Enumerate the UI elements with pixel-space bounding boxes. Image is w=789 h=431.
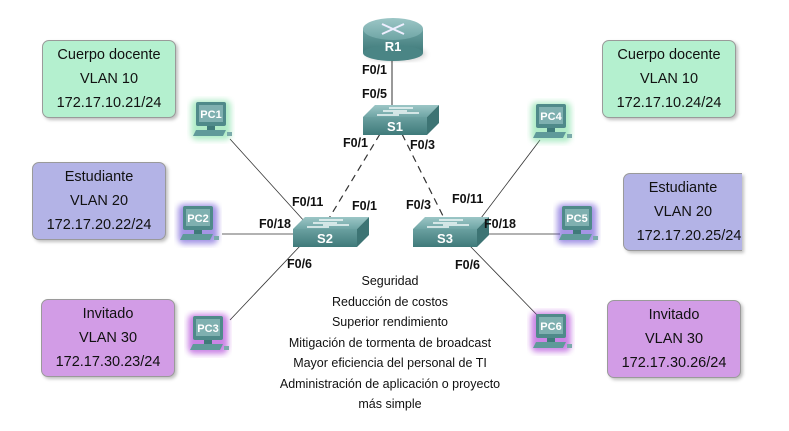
port-label-s2-f01: F0/1 xyxy=(352,199,378,213)
vlan-box-vlan: VLAN 30 xyxy=(78,330,138,346)
vlan-box-vlan: VLAN 20 xyxy=(653,204,713,220)
vlan-box-pc4: Cuerpo docente VLAN 10 172.17.10.24/24 xyxy=(602,40,736,118)
vlan-box-role: Estudiante xyxy=(648,180,718,196)
vlan-box-role: Estudiante xyxy=(64,169,134,185)
switch-s2[interactable]: S2 xyxy=(293,217,369,247)
link-s2-pc1 xyxy=(229,138,306,223)
port-label-s2-f06: F0/6 xyxy=(287,257,313,271)
pc-keyboard-icon xyxy=(193,130,226,136)
pc-pc3[interactable]: PC3 xyxy=(188,314,229,354)
vlan-box-role: Cuerpo docente xyxy=(617,47,721,63)
pc-mouse-icon xyxy=(567,134,572,138)
pc-screen xyxy=(539,107,563,124)
vlan-box-role: Invitado xyxy=(648,307,700,323)
switch-arrows-icon xyxy=(377,107,419,116)
pc-keyboard-icon xyxy=(190,344,223,350)
port-label-s1-f05: F0/5 xyxy=(362,87,388,101)
pc-stand xyxy=(207,126,215,130)
vlan-box-pc2: Estudiante VLAN 20 172.17.20.22/24 xyxy=(32,162,166,240)
vlan-benefits-list: Seguridad Reducción de costos Superior r… xyxy=(250,271,530,415)
pc-stand xyxy=(204,340,212,344)
vlan-box-pc3: Invitado VLAN 30 172.17.30.23/24 xyxy=(41,299,175,377)
vlan-box-ip: 172.17.30.26/24 xyxy=(621,355,727,371)
switch-label: S1 xyxy=(387,119,403,134)
pc-keyboard-icon xyxy=(180,234,213,240)
pc-stand xyxy=(194,230,202,234)
pc-screen xyxy=(199,105,223,122)
switch-arrows-icon xyxy=(307,219,349,228)
vlan-box-ip: 172.17.20.25/24 xyxy=(636,228,742,244)
vlan-box-vlan: VLAN 10 xyxy=(639,71,699,87)
link-s3-pc6 xyxy=(469,245,541,319)
link-s1-s2 xyxy=(327,133,381,221)
pc-label: PC5 xyxy=(566,213,587,225)
pc-pc5[interactable]: PC5 xyxy=(557,204,598,244)
link-s1-s3 xyxy=(401,133,446,221)
vlan-box-pc1: Cuerpo docente VLAN 10 172.17.10.21/24 xyxy=(42,40,176,118)
pc-screen xyxy=(539,317,563,334)
port-label-s1-f01: F0/1 xyxy=(343,136,369,150)
pc-mouse-icon xyxy=(214,236,219,240)
port-label-s3-f06: F0/6 xyxy=(455,258,481,272)
link-s3-pc4 xyxy=(477,139,541,223)
pc-mouse-icon xyxy=(227,132,232,136)
pc-pc6[interactable]: PC6 xyxy=(531,312,572,352)
vlan-box-role: Invitado xyxy=(82,306,134,322)
vlan-box-ip: 172.17.30.23/24 xyxy=(55,354,161,370)
benefit-item: Superior rendimiento xyxy=(331,315,449,329)
link-s2-pc3 xyxy=(229,245,301,321)
pc-pc4[interactable]: PC4 xyxy=(531,102,572,142)
benefit-item: Mayor eficiencia del personal de TI xyxy=(293,356,487,370)
pc-label: PC6 xyxy=(540,321,561,333)
port-label-s1-f03: F0/3 xyxy=(410,138,436,152)
pc-mouse-icon xyxy=(224,346,229,350)
benefit-item: Seguridad xyxy=(361,274,419,288)
pc-pc2[interactable]: PC2 xyxy=(178,204,219,244)
switch-arrows-icon xyxy=(427,219,469,228)
pc-mouse-icon xyxy=(593,236,598,240)
benefit-item: Mitigación de tormenta de broadcast xyxy=(288,335,492,350)
pc-stand xyxy=(547,338,555,342)
pc-screen xyxy=(186,209,210,226)
router-r1[interactable]: R1 xyxy=(363,18,426,61)
pc-stand xyxy=(547,128,555,132)
vlan-box-pc5: Estudiante VLAN 20 172.17.20.25/24 xyxy=(623,173,742,251)
switch-s1[interactable]: S1 xyxy=(363,105,439,135)
vlan-box-role: Cuerpo docente xyxy=(57,47,161,63)
pc-mouse-icon xyxy=(567,344,572,348)
benefit-item: más simple xyxy=(358,397,422,411)
pc-pc1[interactable]: PC1 xyxy=(191,100,232,140)
port-label-s3-f03: F0/3 xyxy=(406,198,432,212)
port-label-s2-f018: F0/18 xyxy=(259,217,291,231)
vlan-box-vlan: VLAN 20 xyxy=(69,193,129,209)
switch-label: S2 xyxy=(317,231,333,246)
pc-keyboard-icon xyxy=(533,342,566,348)
vlan-box-vlan: VLAN 10 xyxy=(79,71,139,87)
vlan-box-ip: 172.17.20.22/24 xyxy=(46,217,152,233)
vlan-box-vlan: VLAN 30 xyxy=(644,331,704,347)
pc-keyboard-icon xyxy=(559,234,592,240)
vlan-box-ip: 172.17.10.24/24 xyxy=(616,95,722,111)
pc-label: PC2 xyxy=(187,213,208,225)
pc-stand xyxy=(573,230,581,234)
switch-s3[interactable]: S3 xyxy=(413,217,489,247)
pc-label: PC1 xyxy=(200,109,221,121)
port-label-s3-f018: F0/18 xyxy=(484,217,516,231)
vlan-box-ip: 172.17.10.21/24 xyxy=(56,95,162,111)
router-arrows-icon xyxy=(381,23,405,35)
vlan-box-pc6: Invitado VLAN 30 172.17.30.26/24 xyxy=(607,300,741,378)
pc-screen xyxy=(196,319,220,336)
switch-label: S3 xyxy=(437,231,453,246)
pc-screen xyxy=(565,209,589,226)
port-label-s3-f011: F0/11 xyxy=(452,192,484,206)
router-label: R1 xyxy=(385,39,402,54)
port-label-s2-f011: F0/11 xyxy=(292,195,324,209)
benefit-item: Administración de aplicación o proyecto xyxy=(279,376,501,391)
port-label-r1-f01: F0/1 xyxy=(362,63,388,77)
benefit-item: Reducción de costos xyxy=(331,294,449,309)
pc-label: PC4 xyxy=(540,111,562,123)
pc-keyboard-icon xyxy=(533,132,566,138)
pc-label: PC3 xyxy=(197,323,218,335)
